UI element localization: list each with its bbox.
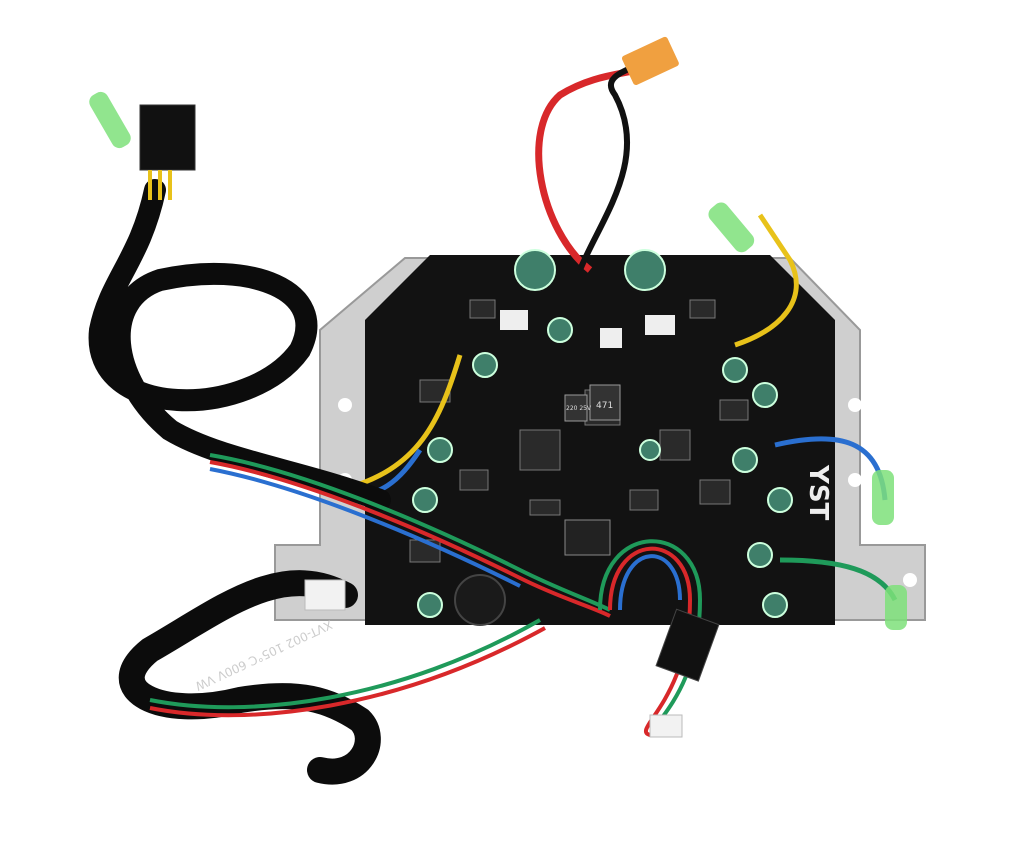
- spade-terminal: [708, 202, 755, 253]
- inductor-marking: 471: [596, 401, 613, 411]
- rgb-wires: [149, 618, 541, 710]
- buzzer: [454, 574, 506, 626]
- sensor-wires: [209, 453, 611, 612]
- capacitor-marking: 220 25V: [566, 405, 592, 412]
- colored-leads: [148, 170, 172, 200]
- yellow-wire: [734, 213, 799, 348]
- spade-terminal: [885, 585, 907, 630]
- white-connector: [649, 714, 683, 738]
- yellow-wire: [339, 354, 463, 493]
- black-connector: [655, 608, 720, 682]
- rgb-wires: [149, 626, 546, 718]
- capacitors: [412, 249, 793, 618]
- circuit-board: [365, 255, 835, 625]
- sensor-wires: [209, 460, 611, 618]
- white-connector: [645, 315, 675, 335]
- black-connector: [139, 104, 196, 171]
- spade-terminal: [872, 470, 894, 525]
- white-connector: [304, 579, 346, 611]
- board-marking: YST: [803, 464, 833, 521]
- black-sleeved-cable: [88, 179, 391, 511]
- spade-terminal: [89, 91, 131, 149]
- sensor-wires: [209, 467, 521, 588]
- rgb-loop: [618, 554, 682, 611]
- xt60-connector: [621, 36, 679, 85]
- white-connector: [600, 328, 622, 348]
- main-ic: [564, 519, 611, 556]
- inductor: [589, 384, 621, 421]
- white-connector: [500, 310, 528, 330]
- black-power-wire: [577, 57, 652, 272]
- cable-print: XVT-002 105°C 600V VW: [193, 617, 335, 693]
- smd-components: [409, 299, 749, 563]
